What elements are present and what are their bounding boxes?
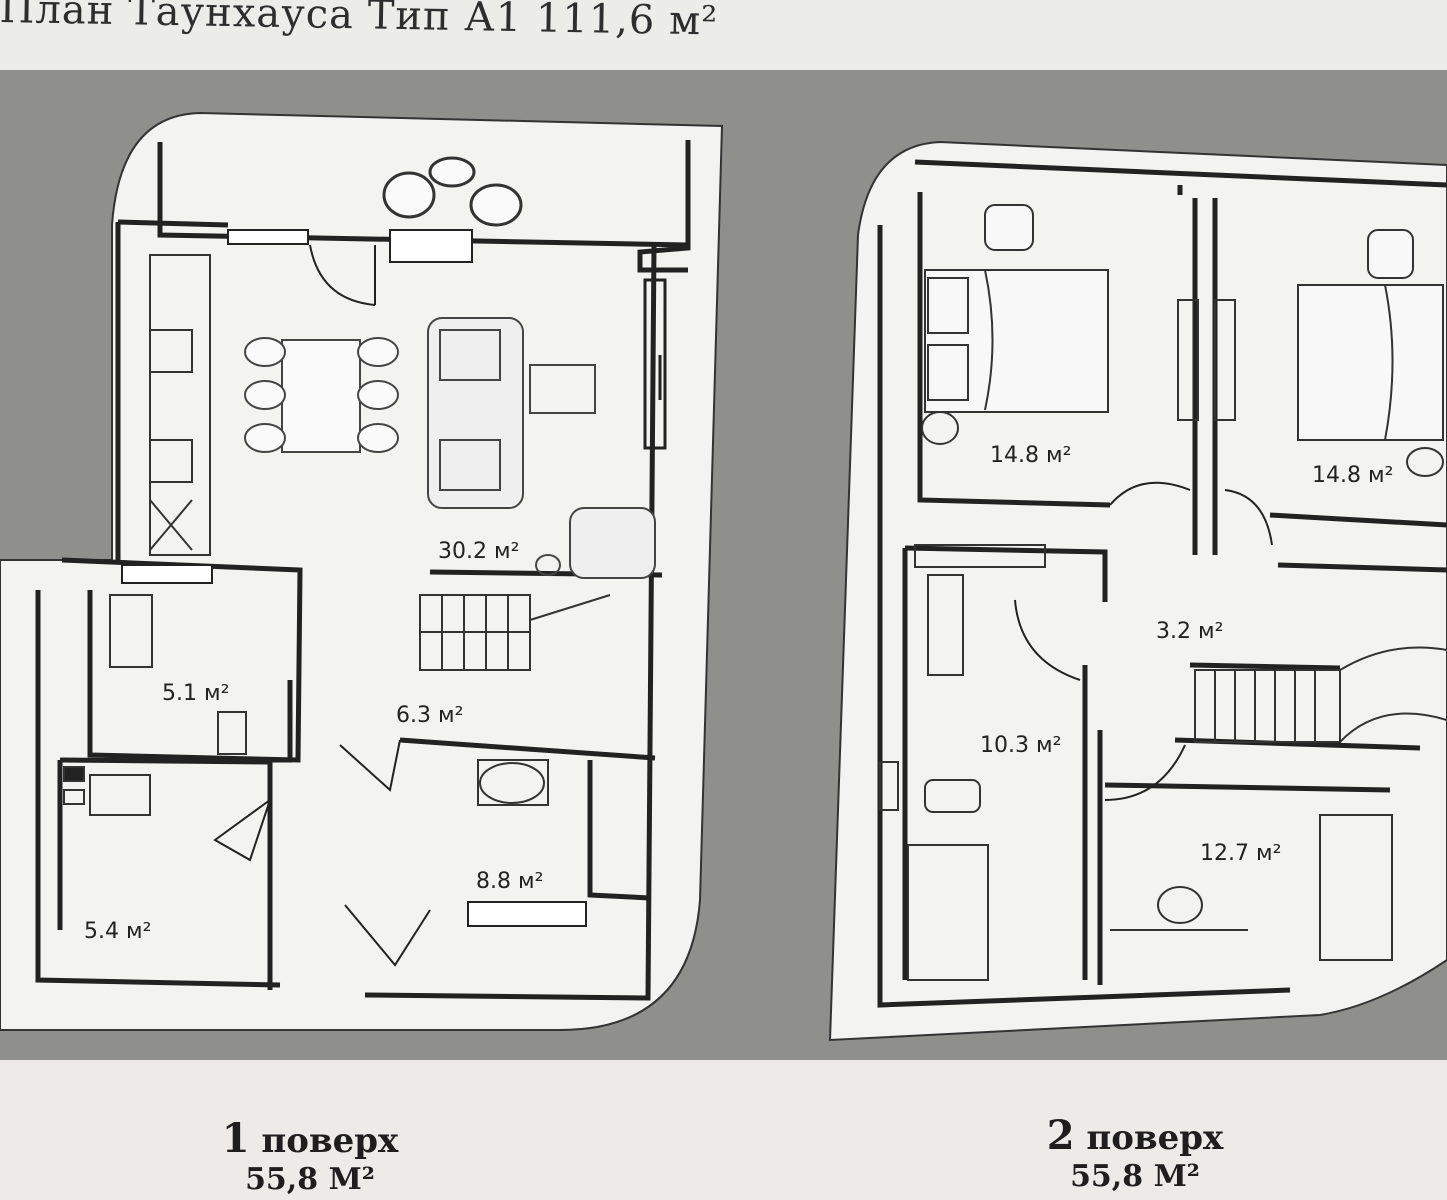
- floor1-right-wall-detail: [643, 278, 667, 450]
- floor1-door-entry: [344, 904, 431, 967]
- floor1-name: 1 поверх: [190, 1115, 430, 1162]
- floor1-room-hall-area: 6.3 м²: [396, 703, 463, 728]
- floor2-bed-left: [924, 269, 1109, 413]
- floor1-dining-table: [244, 337, 399, 453]
- floor2-room-landing-area: 3.2 м²: [1156, 619, 1223, 644]
- floor2-number: 2: [1046, 1112, 1075, 1159]
- floor1-door-hall: [339, 739, 401, 792]
- floor1-door-kitchen: [213, 797, 272, 862]
- floor2-word: поверх: [1086, 1118, 1224, 1158]
- floor1-plan: 30.2 м² 5.1 м² 6.3 м² 5.4 м² 8.8 м²: [0, 111, 724, 1031]
- floor2-nightstand-left: [921, 411, 959, 445]
- floor1-room-entry-area: 8.8 м²: [476, 869, 543, 894]
- floor2-sheet: [828, 140, 1447, 1042]
- floor1-kitchen-counter: [149, 254, 211, 556]
- floor2-name: 2 поверх: [1030, 1112, 1240, 1159]
- floor2-nightstand-right: [1406, 447, 1444, 477]
- floor2-room-study-area: 12.7 м²: [1200, 841, 1281, 866]
- page-header-band: [0, 0, 1447, 70]
- floor2-armchairs: [984, 204, 1414, 279]
- floor1-tv-table: [529, 364, 596, 414]
- floor2-bath-fixtures: [879, 574, 989, 981]
- floor1-door-arc: [309, 244, 376, 306]
- floor1-stairs: [419, 594, 611, 671]
- floor1-room-kitchen-area: 5.4 м²: [84, 919, 151, 944]
- floor2-bed-right: [1297, 284, 1444, 441]
- floor1-number: 1: [221, 1115, 250, 1162]
- floor1-room-living-area: 30.2 м²: [438, 539, 519, 564]
- floor1-bath-fixtures: [63, 594, 549, 816]
- floor2-door-bedrooms: [1109, 481, 1273, 546]
- floor1-caption: 1 поверх 55,8 М²: [190, 1115, 430, 1197]
- floor1-windows: [121, 229, 587, 927]
- floor2-closets: [914, 299, 1393, 961]
- floor2-area: 55,8 М²: [1070, 1159, 1200, 1194]
- floor2-stairs: [1194, 646, 1447, 743]
- floor2-plan: 14.8 м² 14.8 м² 3.2 м² 10.3 м² 12.7 м²: [828, 140, 1447, 1042]
- floor1-walls: [35, 140, 691, 1001]
- floor1-sofa: [427, 317, 524, 509]
- floor2-door-bathroom: [1014, 599, 1081, 681]
- page-footer-band: [0, 1060, 1447, 1200]
- floor2-room-bedroom-right-area: 14.8 м²: [1312, 463, 1393, 488]
- floor2-caption: 2 поверх 55,8 М²: [1030, 1112, 1240, 1194]
- floor2-room-bathroom-area: 10.3 м²: [980, 733, 1061, 758]
- floor1-word: поверх: [261, 1121, 399, 1161]
- floor1-side-table: [535, 554, 561, 576]
- floor1-sheet: [0, 111, 724, 1031]
- floor2-desk-chair: [1110, 886, 1248, 931]
- floor1-armchair: [569, 507, 656, 579]
- floor2-room-bedroom-left-area: 14.8 м²: [990, 443, 1071, 468]
- floor1-terrace-seats: [382, 156, 523, 227]
- floor1-room-bath-area: 5.1 м²: [162, 681, 229, 706]
- floor1-area: 55,8 М²: [245, 1162, 375, 1197]
- floor2-walls: [877, 159, 1447, 1008]
- floor2-door-study: [1104, 744, 1186, 801]
